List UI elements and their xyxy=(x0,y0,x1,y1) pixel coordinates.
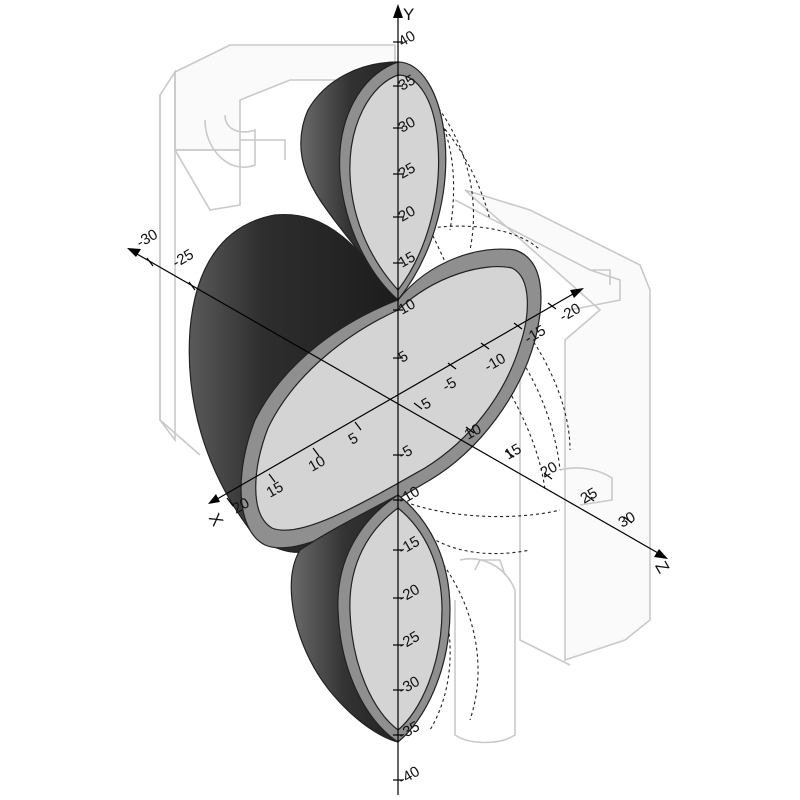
x-axis-line xyxy=(129,249,666,558)
z-tick-label: 30 xyxy=(616,508,639,531)
z-tick-mark xyxy=(543,472,553,480)
z-axis-name: Z xyxy=(651,558,673,576)
x-tick-mark xyxy=(268,473,276,483)
z-tick-mark xyxy=(465,426,475,434)
z-tick-mark xyxy=(505,450,515,458)
x-tick-mark xyxy=(312,447,320,457)
y-tick-label: 25 xyxy=(396,159,419,182)
z-tick-mark xyxy=(623,516,633,524)
x-tick-label: -30 xyxy=(134,226,161,252)
lower-lobe xyxy=(290,493,451,743)
axes xyxy=(127,4,668,795)
x-axis-arrow-neg xyxy=(127,248,141,257)
z-tick-label: 20 xyxy=(538,458,561,481)
x-axis-name: X xyxy=(205,510,227,529)
z-tick-label: 10 xyxy=(462,420,485,443)
x-axis-arrow xyxy=(208,494,220,504)
z-axis-arrow xyxy=(654,549,668,559)
z-tick-mark xyxy=(547,302,557,310)
x-tick-label: 20 xyxy=(230,494,253,517)
z-tick-mark xyxy=(585,494,595,502)
upper-lobe xyxy=(300,61,447,302)
z-tick-mark xyxy=(447,362,457,370)
x-tick-mark xyxy=(226,497,234,507)
y-tick-label: -40 xyxy=(396,763,423,789)
x-tick-mark xyxy=(146,257,154,267)
z-tick-label: 15 xyxy=(502,440,525,463)
y-tick-label: 30 xyxy=(396,113,419,136)
z-tick-label: 25 xyxy=(578,484,601,507)
x-tick-mark xyxy=(188,281,196,291)
z-axis-line xyxy=(211,289,581,503)
device-ghost-outline xyxy=(159,44,651,744)
y-tick-label: 40 xyxy=(396,27,419,50)
y-axis-arrow xyxy=(393,4,403,18)
y-axis-name: Y xyxy=(403,5,414,24)
x-tick-mark xyxy=(354,421,362,431)
z-tick-label: -20 xyxy=(557,300,584,326)
z-tick-mark xyxy=(480,342,490,350)
y-tick-label: 15 xyxy=(396,248,419,271)
y-tick-label: 35 xyxy=(396,71,419,94)
x-tick-label: 10 xyxy=(306,452,329,475)
z-axis-arrow-neg xyxy=(570,288,584,298)
y-tick-label: 10 xyxy=(396,295,419,318)
x-tick-label: -25 xyxy=(170,246,197,272)
y-tick-label: 20 xyxy=(396,202,419,225)
x-tick-label: 15 xyxy=(264,478,287,501)
z-tick-mark xyxy=(413,402,423,410)
z-tick-mark xyxy=(513,322,523,330)
